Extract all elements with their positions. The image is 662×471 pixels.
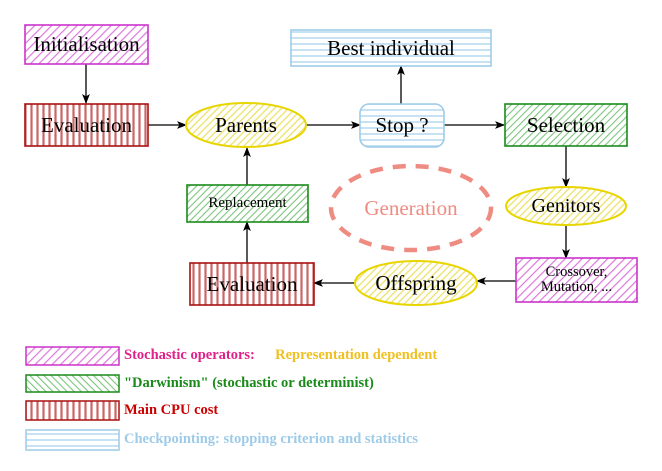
- legend-swatch-cpu: [25, 400, 120, 421]
- edge-group: [82, 64, 570, 287]
- node-offspring[interactable]: [354, 260, 478, 306]
- legend-label-representation: Representation dependent: [275, 347, 438, 363]
- legend-row-cpu: Main CPU cost: [124, 402, 219, 418]
- node-replacement[interactable]: [186, 184, 309, 223]
- node-evaluation-top[interactable]: [24, 103, 149, 147]
- legend-swatch-darwinism: [25, 374, 120, 393]
- legend-row-darwinism: "Darwinism" (stochastic or determinist): [124, 375, 374, 391]
- legend-label-stochastic: Stochastic operators:: [124, 347, 255, 363]
- legend-swatch-checkpointing: [25, 429, 120, 451]
- node-crossover[interactable]: [515, 257, 638, 303]
- node-evaluation-bottom[interactable]: [189, 262, 315, 306]
- node-stop[interactable]: [359, 103, 445, 148]
- node-initialisation[interactable]: [24, 24, 149, 65]
- node-best-individual[interactable]: [290, 29, 492, 67]
- legend-row-checkpointing: Checkpointing: stopping criterion and st…: [124, 431, 419, 447]
- node-generation: [328, 163, 494, 253]
- node-genitors[interactable]: [505, 186, 627, 226]
- legend-swatch-stochastic: [25, 346, 120, 366]
- node-parents[interactable]: [185, 102, 307, 148]
- node-selection[interactable]: [504, 103, 628, 147]
- legend-row-stochastic: Stochastic operators: Representation dep…: [124, 347, 437, 364]
